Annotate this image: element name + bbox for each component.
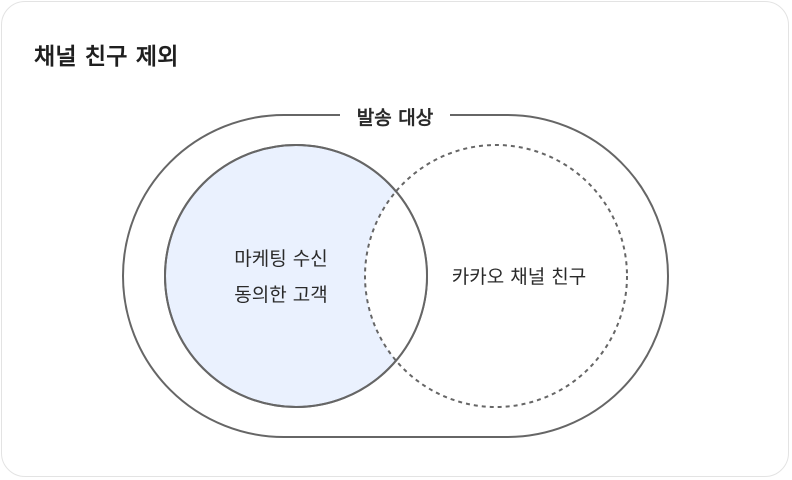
kakao-channel-friends-circle (364, 144, 628, 408)
send-target-label: 발송 대상 (357, 107, 434, 129)
kakao-channel-friends-label: 카카오 채널 친구 (452, 266, 586, 288)
marketing-consent-outline (164, 144, 428, 408)
marketing-consent-label-line2: 동의한 고객 (234, 284, 327, 306)
send-target-label-bg (340, 100, 450, 130)
marketing-consent-label-line1: 마케팅 수신 (234, 248, 327, 270)
card-title: 채널 친구 제외 (34, 44, 179, 70)
